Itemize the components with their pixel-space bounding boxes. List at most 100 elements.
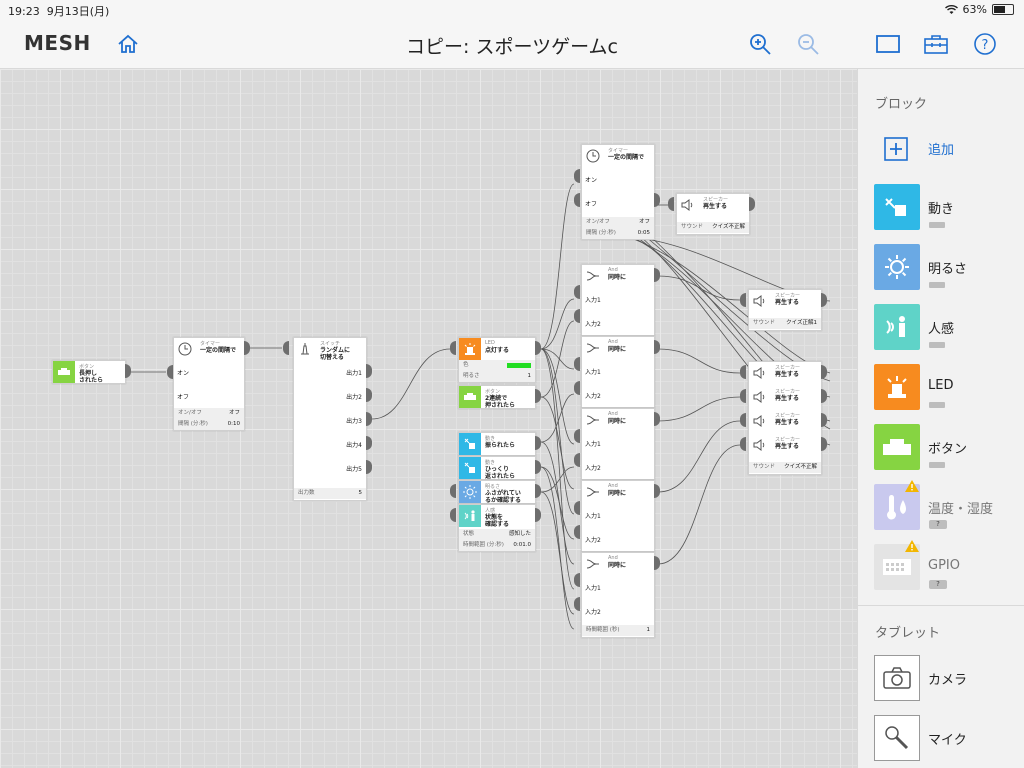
button-block-double-press[interactable]: ボタン 2連続で 押されたら [458,385,536,409]
output-port[interactable] [125,364,131,378]
speaker-block-stack[interactable]: スピーカー 再生する スピーカー 再生する スピーカー 再生する スピーカー 再… [748,361,822,475]
param-time-range[interactable]: 時間範囲 (分:秒)0:01.0 [459,540,535,551]
output-port[interactable] [821,365,827,379]
param-color[interactable]: 色 [459,360,535,371]
output-port[interactable] [821,389,827,403]
palette-tile-move[interactable] [874,184,920,230]
button-block-long-press[interactable]: ボタン 長押し されたら [52,360,126,384]
input-port[interactable] [574,193,580,207]
input-port[interactable] [283,341,289,355]
and-output-port[interactable] [654,484,660,498]
input-port[interactable] [740,389,746,403]
input-port[interactable] [740,365,746,379]
and-input-port[interactable] [574,573,580,587]
param-state[interactable]: 状態感知した [459,529,535,540]
brightness-block[interactable]: 明るさ ふさがれてい るか確認する [458,480,536,504]
and-block[interactable]: And 同時に 入力1 入力2 時間範囲 (秒)1 [581,552,655,638]
palette-tile-led[interactable] [874,364,920,410]
input-port[interactable] [740,437,746,451]
param-on-off[interactable]: オン/オフオフ [174,408,244,419]
param-sound[interactable]: サウンドクイズ不正解 [677,222,749,233]
and-input-port[interactable] [574,501,580,515]
and-input-port[interactable] [574,285,580,299]
timer-block-2[interactable]: タイマー 一定の間隔で オン オフ オン/オフオフ 間隔 (分:秒)0:05 [581,144,655,240]
output-port[interactable] [244,341,250,355]
input-port[interactable] [450,484,456,498]
speaker-row[interactable]: スピーカー 再生する [749,362,821,386]
move-block-flipped[interactable]: 動き ひっくり 返されたら [458,456,536,480]
and-input-port[interactable] [574,429,580,443]
speaker-row[interactable]: スピーカー 再生する [749,434,821,458]
human-sensor-block[interactable]: 人感 状態を 確認する 状態感知した 時間範囲 (分:秒)0:01.0 [458,504,536,552]
input-port[interactable] [574,169,580,183]
palette-tile-button[interactable] [874,424,920,470]
palette-tile-human-sensor[interactable] [874,304,920,350]
home-icon[interactable] [116,32,140,56]
palette-tile-brightness[interactable] [874,244,920,290]
and-input-port[interactable] [574,309,580,323]
block-canvas[interactable]: ボタン 長押し されたら タイマー 一定の間隔で オン オフ オン/オフオフ 間… [0,69,857,768]
and-output-port[interactable] [654,340,660,354]
param-sound[interactable]: サウンドクイズ不正解 [749,462,821,473]
and-block[interactable]: And 同時に 入力1 入力2 [581,264,655,336]
add-icon[interactable] [884,137,908,161]
and-input-port[interactable] [574,357,580,371]
output-port[interactable] [535,436,541,450]
add-block-button[interactable]: 追加 [928,143,955,158]
speaker-row[interactable]: スピーカー 再生する [749,386,821,410]
output-port[interactable] [366,388,372,402]
and-input-port[interactable] [574,453,580,467]
and-input-port[interactable] [574,597,580,611]
input-port[interactable] [450,508,456,522]
input-port[interactable] [167,365,173,379]
and-input-port[interactable] [574,525,580,539]
output-port[interactable] [535,508,541,522]
output-port[interactable] [821,293,827,307]
and-output-port[interactable] [654,412,660,426]
and-input-port[interactable] [574,381,580,395]
speaker-row[interactable]: スピーカー 再生する [749,410,821,434]
output-port[interactable] [821,437,827,451]
input-port[interactable] [740,413,746,427]
speaker-block-2[interactable]: スピーカー 再生する サウンドクイズ正解1 [748,289,822,331]
zoom-in-icon[interactable] [748,32,772,56]
output-port[interactable] [535,389,541,403]
output-port[interactable] [366,460,372,474]
param-on-off[interactable]: オン/オフオフ [582,217,654,228]
mic-tile[interactable] [874,715,920,761]
param-time-range[interactable]: 時間範囲 (秒)1 [582,625,654,636]
and-output-port[interactable] [654,268,660,282]
and-block[interactable]: And 同時に 入力1 入力2 [581,480,655,552]
input-port[interactable] [450,341,456,355]
timer-block-1[interactable]: タイマー 一定の間隔で オン オフ オン/オフオフ 間隔 (分:秒)0:10 [173,337,245,431]
input-port[interactable] [668,197,674,211]
and-output-port[interactable] [654,556,660,570]
speaker-block-1[interactable]: スピーカー 再生する サウンドクイズ不正解 [676,193,750,235]
output-port[interactable] [535,460,541,474]
param-interval[interactable]: 間隔 (分:秒)0:05 [582,228,654,239]
output-port[interactable] [366,364,372,378]
output-port[interactable] [535,484,541,498]
help-icon[interactable]: ? [973,32,997,56]
zoom-out-icon[interactable] [796,32,820,56]
project-title: コピー: スポーツゲームc [406,36,618,58]
output-port[interactable] [749,197,755,211]
output-port[interactable] [654,193,660,207]
output-port[interactable] [366,412,372,426]
toolbox-icon[interactable] [924,32,948,56]
camera-tile[interactable] [874,655,920,701]
output-port[interactable] [535,341,541,355]
and-block[interactable]: And 同時に 入力1 入力2 [581,336,655,408]
output-port[interactable] [366,436,372,450]
output-port[interactable] [821,413,827,427]
move-block-shaken[interactable]: 動き 振られたら [458,432,536,456]
and-block[interactable]: And 同時に 入力1 入力2 [581,408,655,480]
panel-toggle-icon[interactable] [876,32,900,56]
param-sound[interactable]: サウンドクイズ正解1 [749,318,821,329]
param-interval[interactable]: 間隔 (分:秒)0:10 [174,419,244,430]
input-port[interactable] [740,293,746,307]
